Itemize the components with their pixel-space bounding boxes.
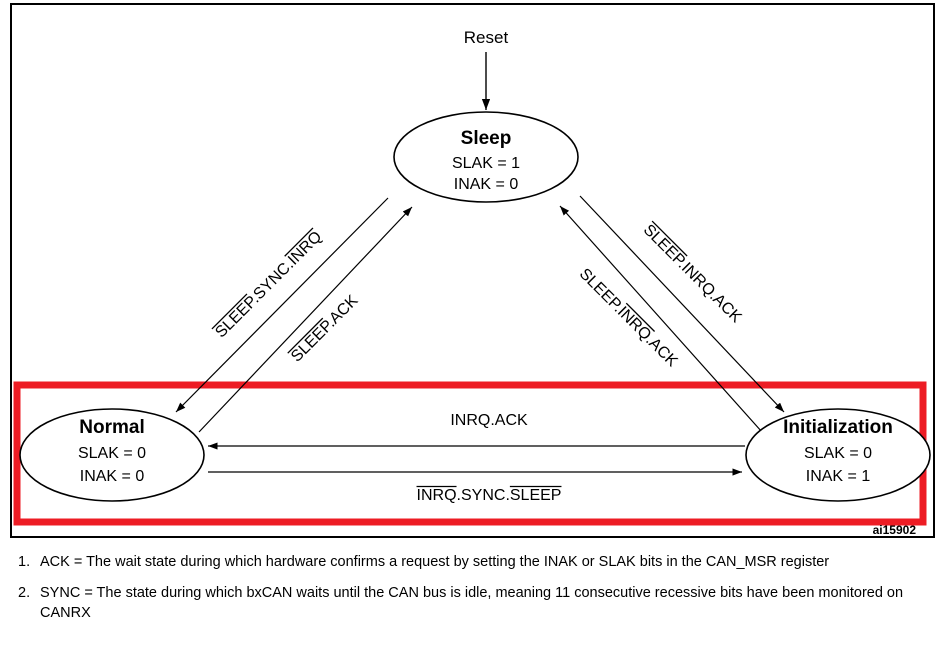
edge-label-text: SLEEP.INRQ.ACK bbox=[640, 221, 745, 326]
overbar bbox=[284, 227, 314, 257]
reset-label: Reset bbox=[464, 28, 509, 47]
edge-label-text: SLEEP.ACK bbox=[288, 292, 362, 366]
edge-normal-to-sleep bbox=[198, 206, 413, 433]
overbar bbox=[651, 220, 688, 257]
edge-init-to-sleep bbox=[559, 205, 763, 433]
state-name-normal: Normal bbox=[79, 417, 144, 438]
state-slak-initialization: SLAK = 0 bbox=[804, 445, 872, 462]
overbar bbox=[625, 302, 656, 332]
state-ellipse-initialization bbox=[745, 408, 931, 502]
state-ellipse-sleep bbox=[393, 111, 579, 203]
edge-sleep-to-init bbox=[579, 195, 785, 413]
edge-label-text: SLEEP.INRQ.ACK bbox=[576, 265, 681, 370]
state-slak-normal: SLAK = 0 bbox=[78, 445, 146, 462]
edge-label-text: SLEEP.SYNC.INRQ bbox=[212, 228, 325, 341]
figure-notes: 1. ACK = The wait state during which har… bbox=[10, 552, 936, 634]
note-item: 2. SYNC = The state during which bxCAN w… bbox=[10, 583, 936, 623]
edge-label-normal-to-sleep: SLEEP.ACK bbox=[287, 292, 362, 366]
state-node-sleep[interactable]: Sleep SLAK = 1 INAK = 0 bbox=[393, 111, 579, 203]
overbar bbox=[287, 317, 324, 354]
state-node-initialization[interactable]: Initialization SLAK = 0 INAK = 1 bbox=[745, 408, 931, 502]
note-text: SYNC = The state during which bxCAN wait… bbox=[40, 585, 904, 621]
edge-label-sleep-to-normal: SLEEP.SYNC.INRQ bbox=[211, 227, 325, 341]
state-name-sleep: Sleep bbox=[461, 128, 512, 149]
note-item: 1. ACK = The wait state during which har… bbox=[10, 552, 936, 572]
state-name-initialization: Initialization bbox=[783, 417, 893, 438]
overbar bbox=[211, 293, 248, 330]
state-node-normal[interactable]: Normal SLAK = 0 INAK = 0 bbox=[19, 408, 205, 502]
note-number: 2. bbox=[18, 585, 31, 601]
note-number: 1. bbox=[18, 554, 31, 570]
edge-label-sleep-to-init: SLEEP.INRQ.ACK bbox=[640, 220, 745, 326]
state-inak-normal: INAK = 0 bbox=[80, 468, 145, 485]
edge-label-text: INRQ.ACK bbox=[450, 412, 528, 429]
figure-id-label: ai15902 bbox=[873, 523, 917, 537]
state-ellipse-normal bbox=[19, 408, 205, 502]
edge-label-normal-to-init: INRQ.SYNC.SLEEP bbox=[416, 485, 562, 504]
state-inak-initialization: INAK = 1 bbox=[806, 468, 871, 485]
note-text: ACK = The wait state during which hardwa… bbox=[40, 554, 830, 570]
state-slak-sleep: SLAK = 1 bbox=[452, 155, 520, 172]
state-machine-diagram: Sleep SLAK = 1 INAK = 0 Normal SLAK = 0 … bbox=[13, 28, 931, 537]
edge-label-init-to-normal: INRQ.ACK bbox=[450, 412, 528, 429]
edge-label-init-to-sleep: SLEEP.INRQ.ACK bbox=[576, 265, 681, 370]
edge-sleep-to-normal bbox=[175, 197, 389, 413]
state-inak-sleep: INAK = 0 bbox=[454, 176, 519, 193]
edge-label-text: INRQ.SYNC.SLEEP bbox=[417, 487, 562, 504]
